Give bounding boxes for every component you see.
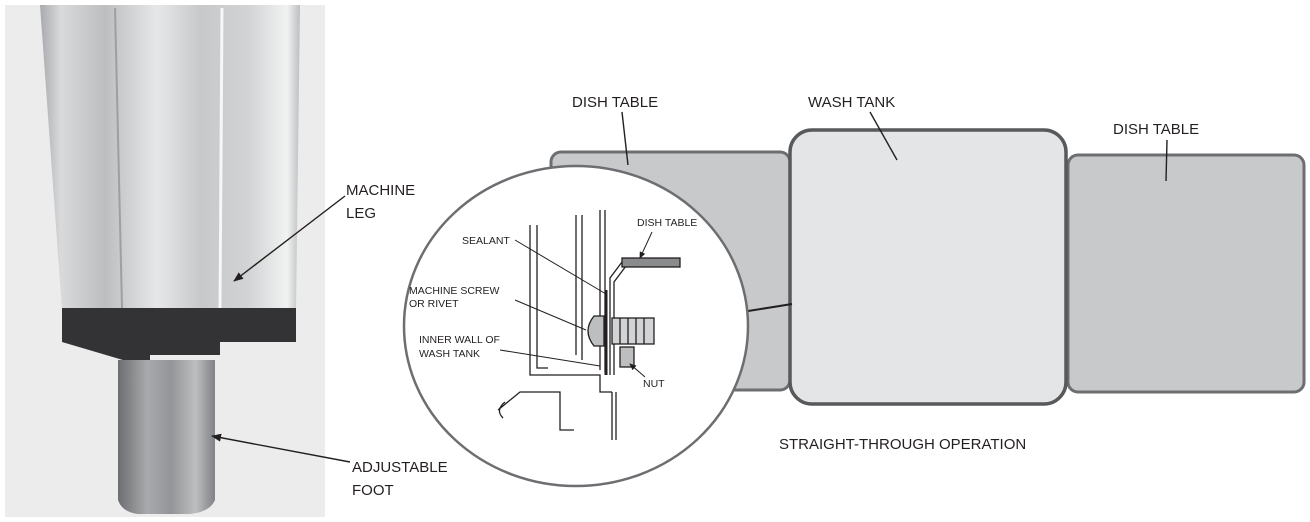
inner-wall-label-line1: INNER WALL OF [419,334,500,346]
sealant-leader [514,239,607,295]
leg-photo [5,5,325,517]
left-dish-table-label: DISH TABLE [572,94,658,111]
adjustable-foot-arrow [211,433,351,463]
wash-tank-leader [869,111,898,161]
tank-wall-1b [536,225,548,369]
screw-leader [514,299,587,331]
lower-hook [498,401,506,419]
machine-leg-label-line2: LEG [346,205,376,222]
machine-leg-shape [40,5,300,310]
screw-label-line1: MACHINE SCREW [409,285,500,297]
diagram-caption: STRAIGHT-THROUGH OPERATION [779,436,1026,453]
dish-table-top [621,257,681,268]
nut-label: NUT [643,378,665,390]
inner-wall-leader [499,349,601,367]
leg-band [62,308,296,368]
nut-arrow [629,363,646,378]
right-dish-table-leader [1165,139,1168,182]
machine-leg-arrow [233,195,346,282]
lower-bracket [497,391,574,431]
inner-wall-label-line2: WASH TANK [419,348,480,360]
nut-shape [619,346,635,368]
wash-tank [788,128,1068,406]
machine-leg-label-line1: MACHINE [346,182,415,199]
adjustable-foot-label-line1: ADJUSTABLE [352,459,448,476]
right-dish-table [1066,153,1306,394]
sealant-label: SEALANT [462,235,510,247]
detail-callout-line [741,303,793,313]
adjustable-foot-shape [118,360,215,514]
wash-tank-label: WASH TANK [808,94,895,111]
detail-dish-table-label: DISH TABLE [637,217,697,229]
bottom-flange [548,374,612,393]
right-dish-table-label: DISH TABLE [1113,121,1199,138]
screw-head [587,315,605,347]
leg-edge-line [114,7,123,309]
detail-dish-table-arrow [639,231,653,259]
lower-rail [611,392,617,440]
bolt-body [611,317,655,345]
leg-highlight-line [218,7,224,309]
tank-wall-1 [529,225,548,376]
bolt-threads [619,318,645,344]
adjustable-foot-label-line2: FOOT [352,482,394,499]
screw-label-line2: OR RIVET [409,298,459,310]
left-dish-table-leader [621,111,629,166]
joint-detail-view: DISH TABLE SEALANT MACHINE SCREW OR RIVE… [402,164,750,488]
